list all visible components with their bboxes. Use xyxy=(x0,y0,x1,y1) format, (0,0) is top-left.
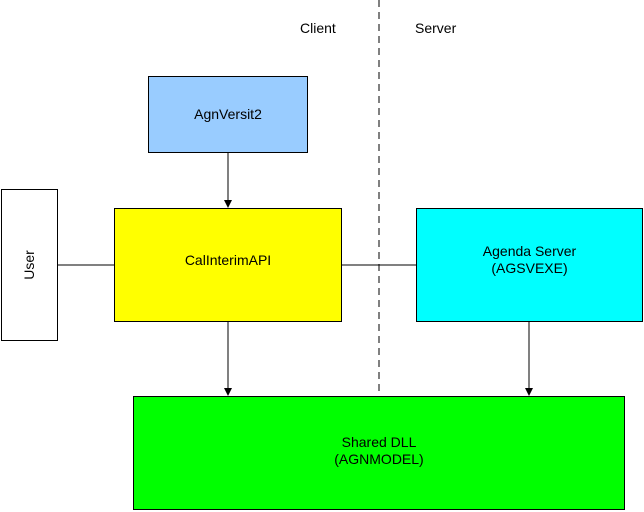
agnversit-box: AgnVersit2 xyxy=(148,76,308,153)
server-label: Server xyxy=(415,20,457,36)
shared-dll-box: Shared DLL (AGNMODEL) xyxy=(133,396,625,510)
calinterim-box: CalInterimAPI xyxy=(114,208,342,322)
shared-dll-subtitle: (AGNMODEL) xyxy=(334,451,424,467)
shared-dll-title: Shared DLL xyxy=(341,434,417,450)
user-label: User xyxy=(21,250,37,280)
user-box xyxy=(1,189,58,341)
agenda-server-subtitle: (AGSVEXE) xyxy=(491,260,568,276)
client-label: Client xyxy=(300,20,336,36)
agenda-server-title: Agenda Server xyxy=(482,243,577,259)
agnversit-label: AgnVersit2 xyxy=(194,106,262,122)
agenda-server-box: Agenda Server (AGSVEXE) xyxy=(416,208,643,322)
calinterim-label: CalInterimAPI xyxy=(184,251,272,268)
